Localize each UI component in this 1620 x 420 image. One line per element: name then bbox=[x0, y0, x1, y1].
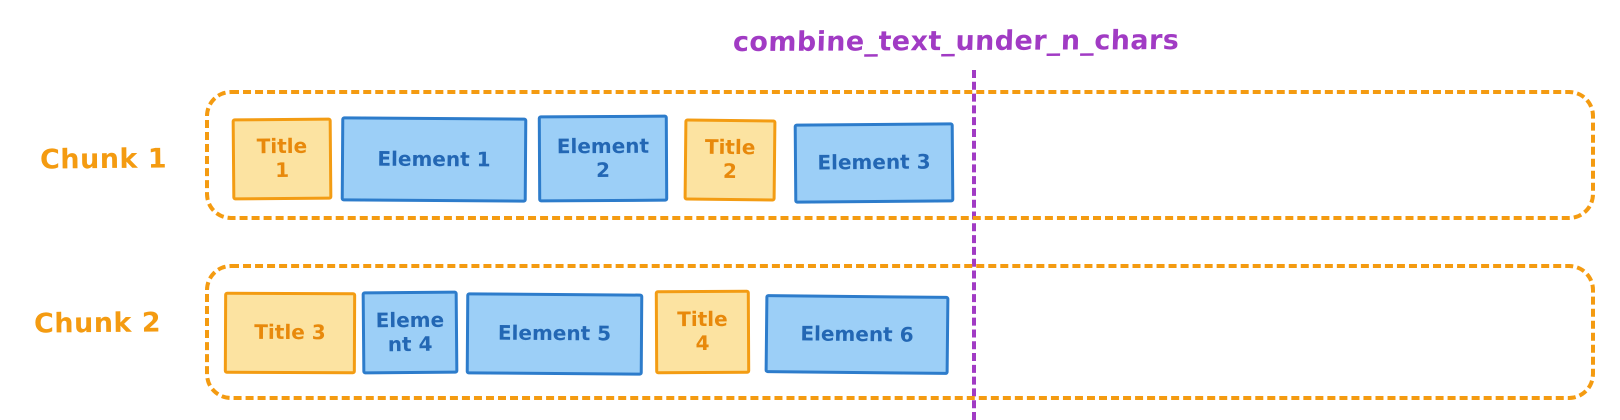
node-label: Element 6 bbox=[800, 321, 914, 347]
title-node: Title 4 bbox=[654, 289, 751, 375]
node-label: Element 2 bbox=[556, 133, 650, 182]
title-node: Title 2 bbox=[683, 118, 777, 202]
node-label: Element 5 bbox=[497, 320, 612, 346]
node-label: Element 1 bbox=[377, 146, 491, 172]
node-label: Title 4 bbox=[677, 307, 728, 356]
element-node: Eleme nt 4 bbox=[361, 290, 459, 375]
node-label: Title 1 bbox=[256, 134, 308, 183]
chunk-container-2 bbox=[205, 264, 1595, 400]
element-node: Element 5 bbox=[465, 292, 644, 376]
node-label: Title 3 bbox=[254, 320, 326, 345]
element-node: Element 1 bbox=[340, 116, 528, 203]
chunk-container-1 bbox=[205, 90, 1595, 220]
title-node: Title 1 bbox=[231, 117, 333, 201]
threshold-annotation-label: combine_text_under_n_chars bbox=[732, 25, 1180, 58]
node-label: Title 2 bbox=[704, 135, 756, 184]
threshold-divider-line bbox=[972, 70, 976, 420]
node-label: Element 3 bbox=[817, 149, 931, 175]
title-node: Title 3 bbox=[223, 291, 357, 375]
chunk-label-1: Chunk 1 bbox=[39, 143, 168, 176]
element-node: Element 3 bbox=[793, 122, 955, 204]
chunk-label-2: Chunk 2 bbox=[33, 307, 162, 340]
element-node: Element 2 bbox=[537, 114, 669, 203]
node-label: Eleme nt 4 bbox=[375, 307, 445, 356]
element-node: Element 6 bbox=[764, 294, 950, 375]
